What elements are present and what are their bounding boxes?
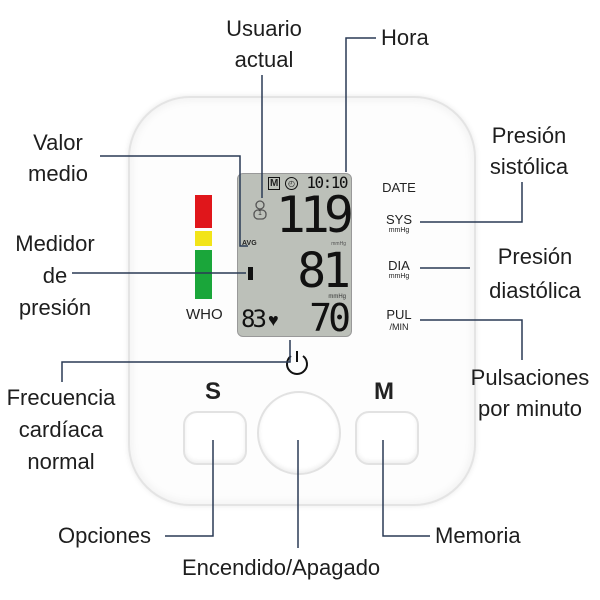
memory-indicator: M (268, 177, 281, 190)
who-label: WHO (186, 306, 223, 323)
diastolic-value: 81 (297, 243, 351, 299)
label-medidor: Medidor de presión (0, 228, 110, 324)
who-bar-green (195, 250, 212, 299)
label-line: de (42, 263, 68, 288)
user-icon: 1 (252, 200, 268, 220)
label-pulsaciones: Pulsaciones por minuto (460, 362, 600, 424)
dia-unit: mmHg (388, 273, 410, 280)
label-line: cardíaca (18, 417, 104, 442)
label-line: presión (18, 295, 92, 320)
lcd-screen: M ◴ 10:10 1 119 AVG mmHg 81 mmHg 83 ♥ 70 (237, 173, 352, 337)
label-line: Valor (33, 130, 83, 155)
clock-icon: ◴ (285, 177, 298, 190)
line-opciones (165, 440, 214, 537)
pressure-meter-segment (248, 267, 253, 280)
label-line: sistólica (489, 154, 569, 179)
label-diastolica: Presión diastólica (476, 240, 594, 308)
label-opciones: Opciones (58, 523, 151, 548)
avg-indicator: AVG (242, 240, 257, 247)
label-line: Presión (491, 123, 567, 148)
sys-unit: mmHg (388, 227, 410, 234)
label-line: Pulsaciones (470, 365, 590, 390)
user-number: 1 (258, 210, 262, 217)
pul-text: PUL (386, 307, 412, 322)
lcd-time: 10:10 (306, 173, 348, 192)
pulse-value: 70 (309, 296, 351, 337)
sys-text: SYS (385, 212, 412, 227)
label-line: normal (27, 449, 95, 474)
s-button-label: S (205, 378, 222, 405)
line-frecuencia (61, 340, 291, 382)
line-pulsaciones (420, 319, 523, 360)
label-line: medio (28, 161, 88, 186)
label-line: actual (234, 47, 294, 72)
who-bar-red (195, 195, 212, 228)
date-label: DATE (374, 180, 424, 195)
unit: mmHg (328, 294, 346, 300)
label-usuario-actual: Usuario actual (204, 13, 324, 75)
systolic-value: 119 (275, 186, 351, 244)
label-line: Usuario (226, 16, 302, 41)
label-sistolica: Presión sistólica (470, 120, 588, 182)
date-text: DATE (382, 180, 416, 195)
line-sistolica (420, 182, 523, 223)
label-valor-medio: Valor medio (18, 127, 98, 189)
dia-text: DIA (388, 258, 410, 273)
line-valor-medio (100, 155, 248, 247)
label-line: por minuto (478, 396, 582, 421)
label-memoria: Memoria (435, 523, 521, 548)
label-line: Frecuencia (6, 385, 116, 410)
line-memoria (382, 440, 430, 537)
label-frecuencia: Frecuencia cardíaca normal (0, 382, 122, 478)
power-button[interactable] (257, 391, 341, 475)
pul-label: PUL/MIN (374, 307, 424, 332)
s-button[interactable] (183, 411, 247, 465)
line-hora (345, 37, 376, 172)
heart-icon: ♥ (268, 310, 279, 330)
pul-unit: /MIN (389, 322, 409, 332)
m-button-label: M (374, 378, 394, 405)
label-encendido: Encendido/Apagado (182, 555, 381, 580)
who-bar-yellow (195, 231, 212, 246)
m-button[interactable] (355, 411, 419, 465)
label-line: Medidor (15, 231, 95, 256)
heart-rate-value: 83 (241, 305, 267, 333)
label-line: diastólica (489, 278, 581, 303)
label-hora: Hora (381, 25, 429, 50)
unit-small: mmHg (331, 241, 346, 247)
label-line: Presión (497, 244, 573, 269)
